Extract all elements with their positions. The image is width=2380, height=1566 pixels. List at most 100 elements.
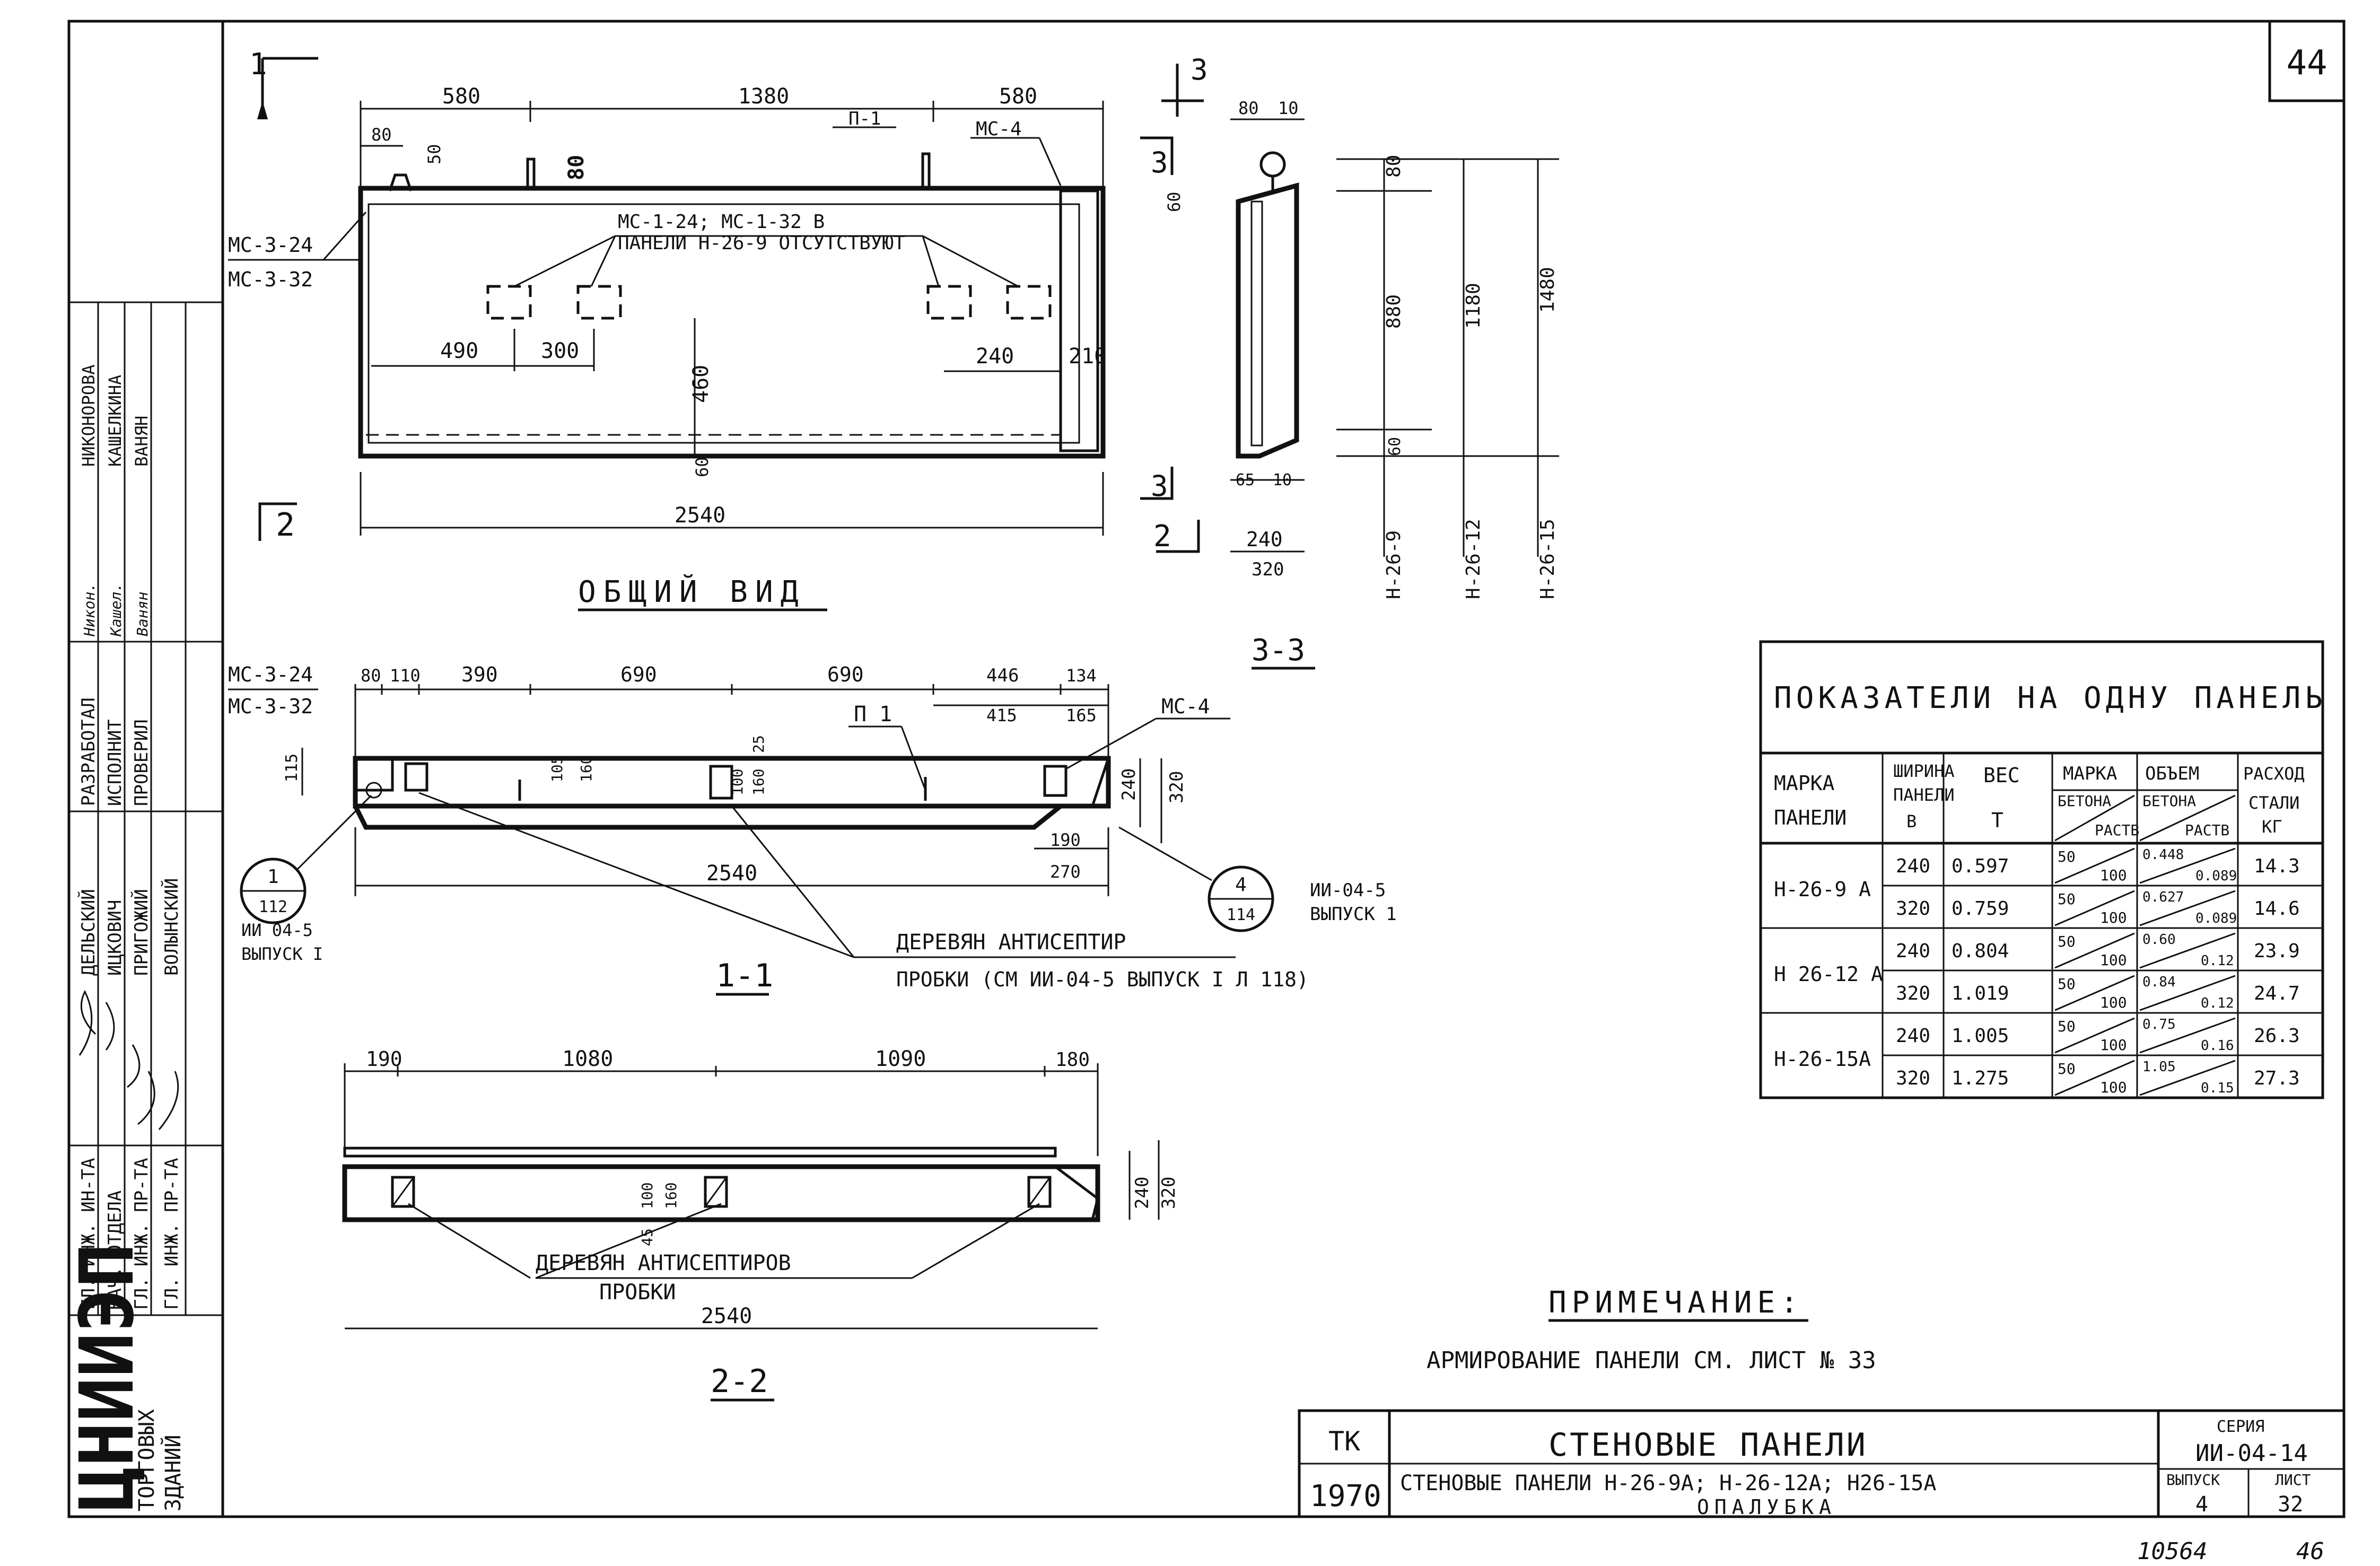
stage-3: ПРОВЕРИЛ bbox=[131, 719, 152, 806]
s11-callout-left-ref1: ИИ 04-5 bbox=[241, 920, 313, 940]
th-weight-2: Т bbox=[1991, 809, 2003, 832]
svg-text:0.448: 0.448 bbox=[2142, 847, 2184, 863]
name-b-1: НИКОНОРОВА bbox=[78, 364, 99, 467]
s22-panel bbox=[342, 1164, 1100, 1222]
s11-dim-100: 100 bbox=[729, 768, 746, 795]
sec3-mark-2: Н-26-12 bbox=[1463, 519, 1484, 599]
tb-series-label: СЕРИЯ bbox=[2217, 1418, 2264, 1436]
svg-text:0.089: 0.089 bbox=[2195, 911, 2237, 926]
table-group-3: Н-26-15А 240 1.005 50 100 0.75 0.16 26.3… bbox=[1774, 1017, 2300, 1096]
label-mc3-32: МС-3-32 bbox=[228, 268, 313, 291]
org-sub-1: ТОРГОВЫХ bbox=[135, 1409, 159, 1511]
s11-callout-left-ref2: ВЫПУСК I bbox=[241, 944, 323, 964]
sec3-dim-65: 65 bbox=[1236, 471, 1255, 489]
lifting-loop-mid bbox=[526, 158, 536, 190]
name-a-1: ДЕЛЬСКИЙ bbox=[77, 889, 99, 976]
tb-sheet-label: ЛИСТ bbox=[2275, 1471, 2311, 1489]
tb-series-value: ИИ-04-14 bbox=[2195, 1440, 2308, 1467]
general-view-title: ОБЩИЙ ВИД bbox=[578, 574, 806, 609]
s22-dim-1090: 1090 bbox=[875, 1047, 926, 1071]
s22-plug-note2: ПРОБКИ bbox=[599, 1280, 676, 1305]
th-mark-2: ПАНЕЛИ bbox=[1774, 806, 1847, 829]
s11-dim-690a: 690 bbox=[620, 663, 657, 686]
s11-dim-160b: 160 bbox=[750, 768, 767, 795]
section-2-title: 2-2 bbox=[711, 1363, 768, 1400]
dim-460: 460 bbox=[689, 365, 713, 403]
sec3-dim-10a: 10 bbox=[1278, 98, 1299, 118]
svg-text:240: 240 bbox=[1896, 1025, 1930, 1047]
th-volume-3: РАСТВ bbox=[2185, 821, 2229, 839]
s22-dim-180: 180 bbox=[1055, 1049, 1090, 1071]
svg-text:320: 320 bbox=[1896, 1068, 1930, 1089]
s11-callout-left-num: 1 bbox=[267, 866, 279, 888]
role-2: НАЧ. ОТДЕЛА bbox=[104, 1191, 126, 1310]
general-view: 1 580 1380 580 80 50 80 П-1 МС-4 МС-3-24… bbox=[228, 47, 1107, 611]
svg-text:0.759: 0.759 bbox=[1952, 898, 2009, 920]
sec3-h-60: 60 bbox=[1386, 437, 1404, 456]
svg-text:0.12: 0.12 bbox=[2201, 995, 2234, 1011]
s22-dim-2540: 2540 bbox=[701, 1304, 752, 1328]
s22-plug-note1: ДЕРЕВЯН АНТИСЕПТИРОВ bbox=[536, 1251, 791, 1275]
s11-dim-105: 105 bbox=[548, 755, 566, 782]
dim-80a: 80 bbox=[371, 125, 392, 145]
panel-edge-rib bbox=[1059, 189, 1099, 452]
th-weight-1: ВЕС bbox=[1983, 764, 2020, 787]
sec3-lifting-loop bbox=[1259, 151, 1286, 178]
section-3-3: 3 3 3 80 10 60 65 10 240 320 2 80 880 bbox=[1140, 53, 1559, 670]
s11-plug-mid bbox=[709, 765, 733, 800]
svg-text:3: 3 bbox=[1151, 469, 1168, 503]
embed-4 bbox=[1006, 285, 1052, 320]
s22-dim-1080: 1080 bbox=[562, 1047, 613, 1071]
sec3-h-1480: 1480 bbox=[1537, 267, 1559, 313]
cut-1-label: 1 bbox=[249, 47, 267, 82]
embed-3 bbox=[926, 285, 972, 320]
dim-top-580a: 580 bbox=[442, 84, 480, 109]
s11-callout-right-ref2: ВЫПУСК 1 bbox=[1310, 904, 1397, 925]
dim-300: 300 bbox=[541, 339, 579, 363]
tb-issue-value: 4 bbox=[2195, 1492, 2208, 1517]
table-group-2: Н 26-12 А 240 0.804 50 100 0.60 0.12 23.… bbox=[1774, 932, 2300, 1011]
section-2-2: 190 1080 1090 180 100 160 45 240 320 ДЕР… bbox=[342, 1047, 1179, 1402]
th-width-2: ПАНЕЛИ bbox=[1893, 785, 1955, 805]
label-p1: П-1 bbox=[848, 108, 881, 129]
tg1-mark: Н-26-9 А bbox=[1774, 878, 1871, 901]
s22-plug-3 bbox=[1027, 1176, 1052, 1208]
tb-issue-label: ВЫПУСК bbox=[2166, 1471, 2220, 1489]
stage-1: РАЗРАБОТАЛ bbox=[78, 697, 99, 806]
s11-label-mc4: МС-4 bbox=[1161, 695, 1210, 718]
section-3-title: 3-3 bbox=[1252, 633, 1305, 668]
s11-embed-mc3 bbox=[354, 757, 394, 792]
dim-80b: 80 bbox=[564, 155, 589, 180]
sec3-dim-10b: 10 bbox=[1273, 471, 1292, 489]
title-block: ТК 1970 СТЕНОВЫЕ ПАНЕЛИ СТЕНОВЫЕ ПАНЕЛИ … bbox=[1298, 1409, 2346, 1519]
signature-3: Ванян bbox=[134, 592, 151, 636]
tg2-mark: Н 26-12 А bbox=[1774, 963, 1883, 986]
cut-2-label: 2 bbox=[276, 506, 295, 544]
svg-text:100: 100 bbox=[2100, 951, 2127, 969]
svg-text:240: 240 bbox=[1896, 855, 1930, 877]
table-group-1: Н-26-9 А 240 0.597 50 100 0.448 0.089 14… bbox=[1774, 847, 2300, 926]
name-a-3: ПРИГОЖИЙ bbox=[130, 889, 152, 976]
tb-sheet-value: 32 bbox=[2278, 1492, 2303, 1517]
svg-text:100: 100 bbox=[2100, 994, 2127, 1011]
corner-box bbox=[2268, 20, 2346, 102]
tb-year: 1970 bbox=[1310, 1479, 1381, 1513]
svg-text:50: 50 bbox=[2058, 1060, 2076, 1078]
s11-dim-110: 110 bbox=[390, 666, 421, 686]
note-line1: МС-1-24; МС-1-32 В bbox=[618, 211, 825, 233]
dim-240: 240 bbox=[976, 344, 1014, 369]
note-title: ПРИМЕЧАНИЕ: bbox=[1548, 1285, 1804, 1320]
embed-2 bbox=[576, 285, 622, 320]
s11-label-p1: П 1 bbox=[854, 702, 892, 727]
org-name: ЦНИИЭП bbox=[64, 1243, 151, 1511]
org-sub-2: ЗДАНИЙ bbox=[160, 1435, 186, 1512]
sec3-h-80: 80 bbox=[1383, 155, 1405, 178]
svg-text:0.089: 0.089 bbox=[2195, 868, 2237, 884]
dim-50: 50 bbox=[424, 144, 444, 164]
handwritten-number-left: 10564 bbox=[2137, 1538, 2207, 1565]
dim-top-580b: 580 bbox=[999, 84, 1037, 109]
label-mc4: МС-4 bbox=[976, 118, 1022, 140]
svg-text:14.6: 14.6 bbox=[2254, 898, 2300, 920]
svg-text:1.05: 1.05 bbox=[2142, 1059, 2176, 1075]
svg-text:24.7: 24.7 bbox=[2254, 983, 2300, 1004]
